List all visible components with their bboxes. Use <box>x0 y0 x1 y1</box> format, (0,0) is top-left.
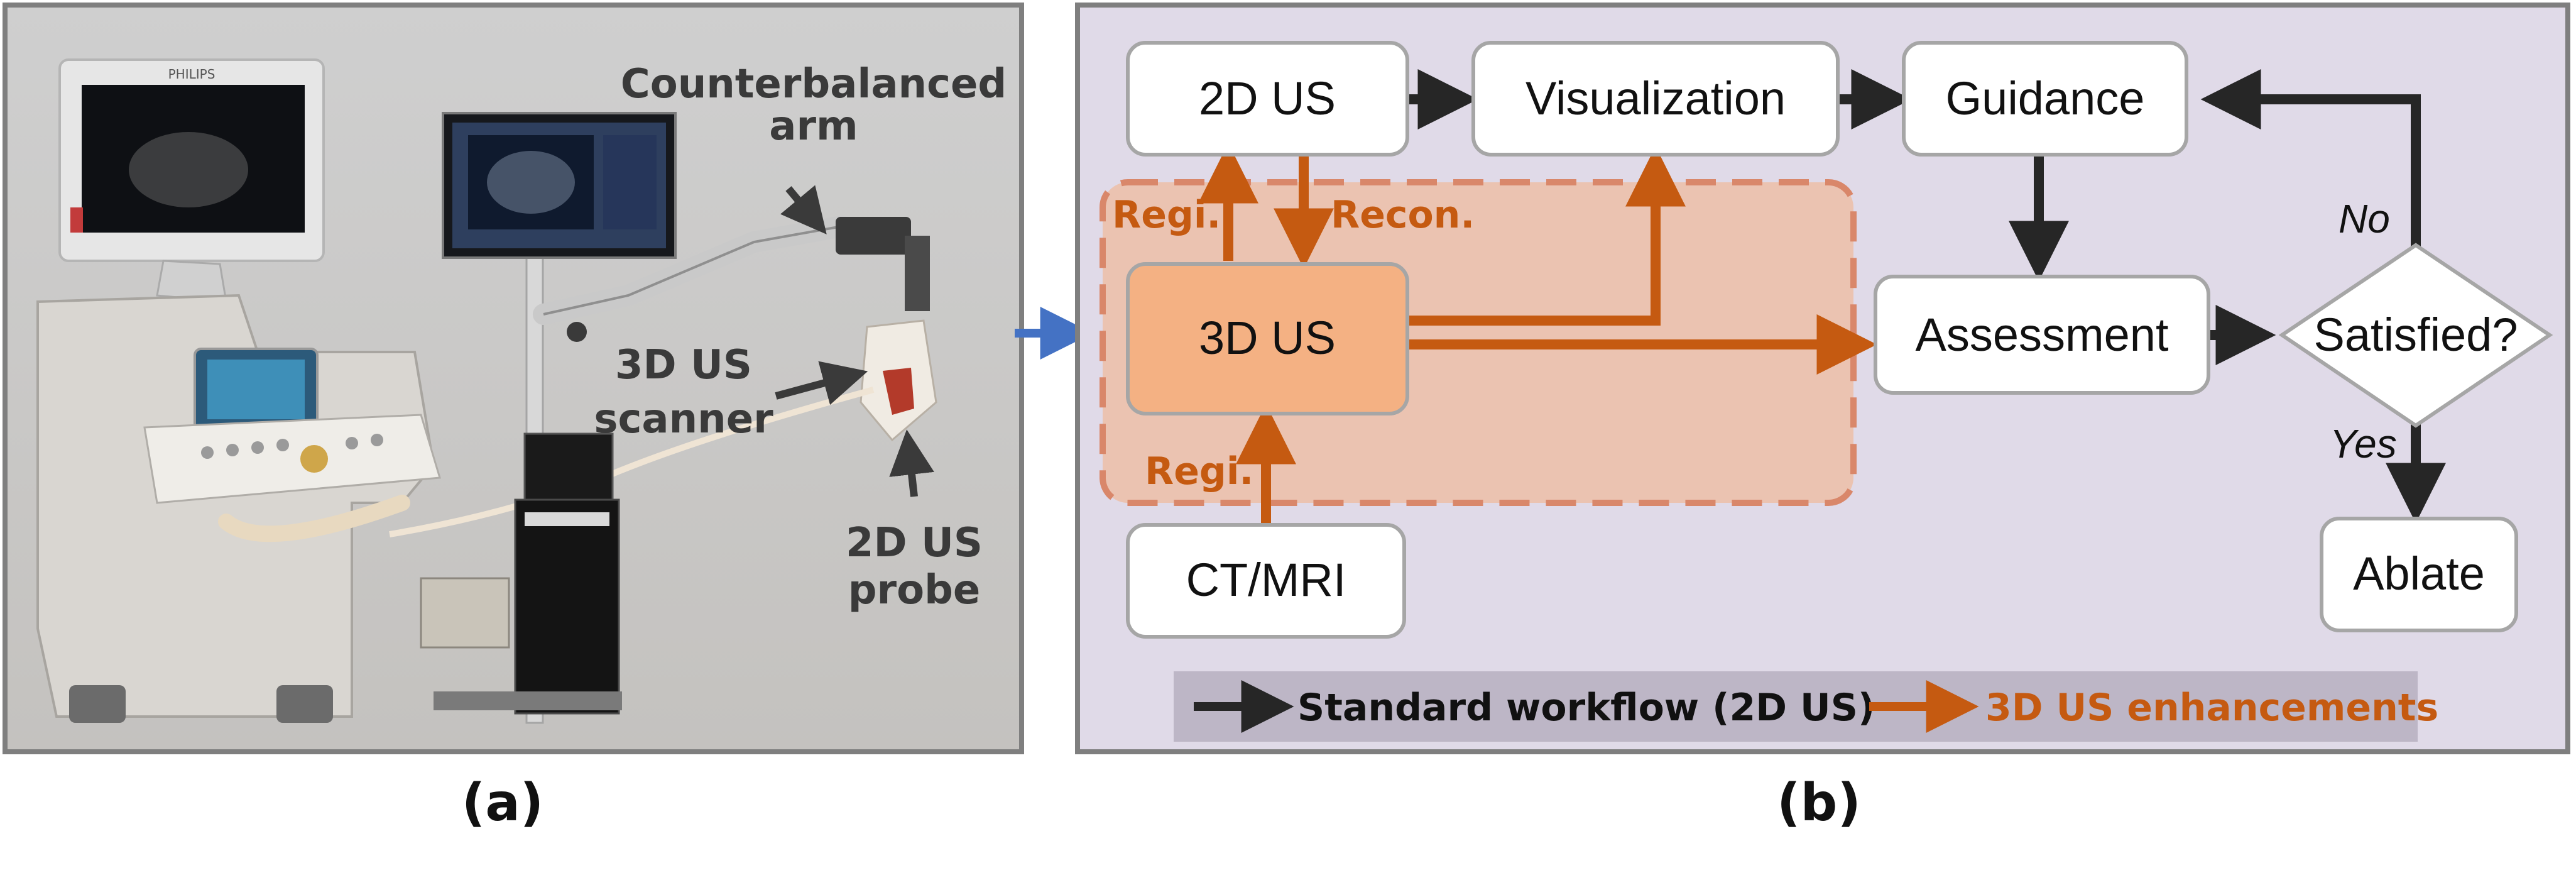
legend-box <box>1174 671 2418 742</box>
node-ct-mri: CT/MRI <box>1126 523 1406 639</box>
node-ablate: Ablate <box>2320 517 2518 632</box>
node-3d-us-label: 3D US <box>1199 312 1336 364</box>
ultrasound-console-photo: PHILIPS <box>36 58 441 723</box>
scanner-label-line1: 3D US <box>615 342 752 388</box>
node-assessment-label: Assessment <box>1915 309 2168 361</box>
probe-label-line2: probe <box>848 567 981 613</box>
legend-standard-label: Standard workflow (2D US) <box>1297 686 1875 730</box>
probe-label-line1: 2D US <box>846 520 983 566</box>
regi-bottom-label: Regi. <box>1145 449 1253 493</box>
panel-b: 2D US Visualization Guidance 3D US Asses… <box>1075 3 2570 833</box>
node-3d-us: 3D US <box>1126 262 1409 415</box>
panel-a: PHILIPS <box>3 3 1024 833</box>
monitor-brand: PHILIPS <box>168 67 216 82</box>
legend-enhanced-label: 3D US enhancements <box>1985 686 2438 730</box>
yes-branch-label: Yes <box>2330 421 2397 466</box>
recon-label: Recon. <box>1331 193 1475 237</box>
probe-callout-arrow <box>889 429 934 497</box>
arm-label-line1: Counterbalanced <box>621 61 1007 107</box>
legend: Standard workflow (2D US) 3D US enhancem… <box>1174 671 2438 742</box>
panel-b-caption: (b) <box>1777 773 1861 833</box>
node-satisfied-label: Satisfied? <box>2314 309 2518 361</box>
node-2d-us-label: 2D US <box>1199 72 1336 124</box>
regi-top-label: Regi. <box>1112 193 1221 237</box>
node-visualization: Visualization <box>1471 41 1840 157</box>
node-visualization-label: Visualization <box>1525 72 1786 124</box>
node-guidance: Guidance <box>1902 41 2188 157</box>
node-2d-us: 2D US <box>1126 41 1409 157</box>
node-guidance-label: Guidance <box>1946 72 2145 124</box>
node-ct-mri-label: CT/MRI <box>1186 554 1346 606</box>
scanner-callout-arrow <box>775 361 868 405</box>
node-satisfied-decision: Satisfied? <box>2278 243 2553 428</box>
arm-label-line2: arm <box>769 103 858 150</box>
scanner-label-line2: scanner <box>594 396 773 443</box>
arm-callout-arrow <box>780 185 827 234</box>
edge-satisfied-no-to-guidance <box>2200 69 2421 248</box>
panel-a-caption: (a) <box>462 773 543 833</box>
node-ablate-label: Ablate <box>2353 547 2485 600</box>
no-branch-label: No <box>2339 196 2390 241</box>
edge-3dus-to-visualization <box>1407 146 1686 326</box>
scanner-cart-photo <box>389 112 937 724</box>
node-assessment: Assessment <box>1874 275 2210 395</box>
